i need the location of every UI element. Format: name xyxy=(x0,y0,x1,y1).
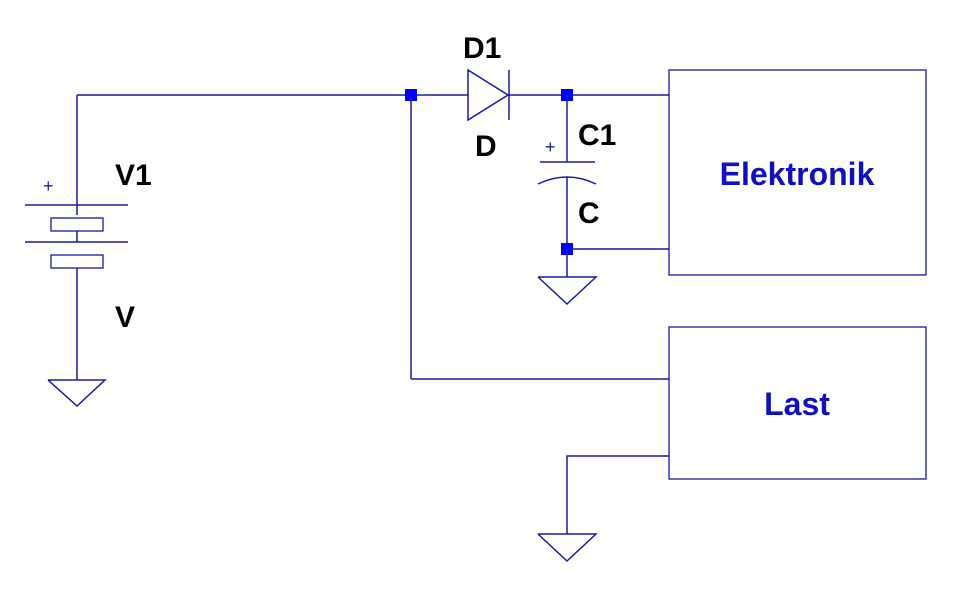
diode-value-label: D xyxy=(475,130,497,163)
capacitor-ref-label: C1 xyxy=(578,119,616,152)
load-box xyxy=(668,326,927,480)
electronics-label: Elektronik xyxy=(720,156,875,192)
battery-value-label: V xyxy=(115,301,135,334)
electronics-block: Elektronik xyxy=(668,69,927,276)
load-label: Last xyxy=(764,386,830,422)
battery-cell-top xyxy=(50,217,104,232)
capacitor-plus-sign: + xyxy=(545,137,556,157)
battery-v1: + V1 V xyxy=(25,95,152,380)
capacitor-c1: + C1 C xyxy=(537,95,616,249)
diode-ref-label: D1 xyxy=(463,32,501,65)
ground-symbol-capacitor xyxy=(537,276,598,306)
electronics-box xyxy=(668,69,927,276)
battery-cell-bottom xyxy=(50,254,104,269)
wire-load-ground xyxy=(566,455,669,534)
ground-symbol-battery xyxy=(47,379,107,408)
capacitor-value-label: C xyxy=(578,197,600,230)
battery-ref-label: V1 xyxy=(115,159,152,192)
load-block: Last xyxy=(668,326,927,480)
diode-triangle xyxy=(467,68,510,122)
ground-symbol-load xyxy=(537,533,598,563)
battery-plus-sign: + xyxy=(43,176,54,196)
diode-d1: D1 D xyxy=(463,32,510,163)
